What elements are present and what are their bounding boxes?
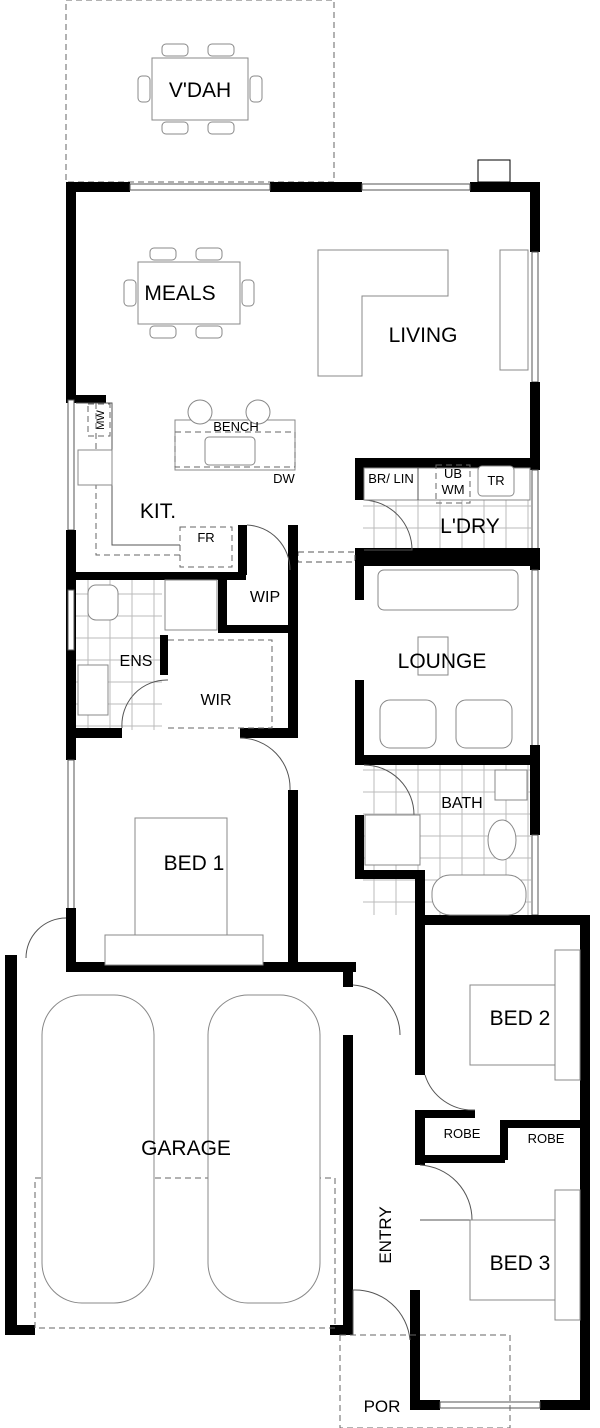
label-trough: TR [487,473,504,488]
label-robe-b: ROBE [528,1131,565,1146]
lounge-furniture [377,569,519,749]
label-linen: BR/ LIN [368,471,414,486]
porch-outline [339,1334,511,1428]
label-underbench: UB [444,466,462,481]
label-robe-a: ROBE [444,1126,481,1141]
doors [25,499,476,1341]
bed1 [104,817,264,966]
label-bench: BENCH [213,419,259,434]
label-wip: WIP [250,589,280,606]
ensuite-fixtures [77,579,273,729]
laundry-fixtures [363,464,531,504]
label-garage: GARAGE [141,1137,231,1160]
label-bed2: BED 2 [490,1007,551,1030]
car-right [207,994,321,1304]
kitchen-bench [76,399,296,568]
label-dishwasher: DW [273,471,295,486]
bed3 [469,1189,581,1321]
label-laundry: L'DRY [440,515,500,538]
label-wir: WIR [200,692,231,709]
label-microwave: MW [95,410,107,430]
label-living: LIVING [389,324,458,347]
label-entry: ENTRY [376,1206,395,1263]
label-ensuite: ENS [120,653,153,670]
label-bath: BATH [441,795,482,812]
label-bed3: BED 3 [490,1252,551,1275]
label-meals: MEALS [144,282,215,305]
label-lounge: LOUNGE [398,650,487,673]
label-fridge: FR [197,530,214,545]
verandah-table [137,43,263,135]
label-porch: POR [364,1397,401,1416]
car-left [41,994,155,1304]
living-sofa [317,249,449,377]
label-washing-machine: WM [441,482,464,497]
label-bed1: BED 1 [164,852,225,875]
verandah-outline [65,0,335,183]
bath-fixtures [364,769,528,916]
walls [5,159,590,1410]
label-kitchen: KIT. [140,500,176,523]
label-verandah: V'DAH [169,79,231,102]
tv-unit [499,249,529,371]
garage-door [34,1177,336,1329]
bed2 [469,949,581,1081]
meals-table [123,247,255,339]
